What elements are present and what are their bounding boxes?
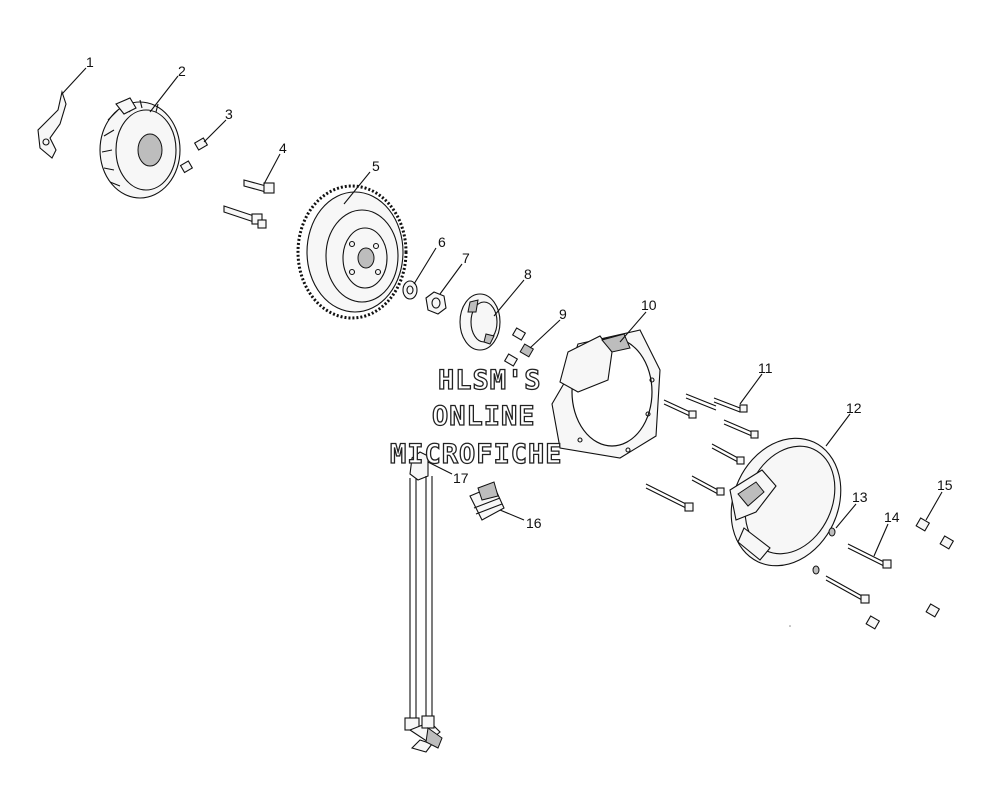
- callout-11[interactable]: 11: [758, 360, 773, 376]
- watermark-line-1: HLSM'S: [438, 365, 542, 396]
- callout-14[interactable]: 14: [884, 509, 900, 525]
- callout-16[interactable]: 16: [526, 515, 542, 531]
- part-8-starter-cup[interactable]: [459, 293, 501, 351]
- callout-15[interactable]: 15: [937, 477, 953, 493]
- part-4-bolts[interactable]: [223, 179, 275, 229]
- part-16-connector[interactable]: [469, 481, 505, 521]
- part-2-stator[interactable]: [99, 97, 181, 199]
- callout-17[interactable]: 17: [453, 470, 469, 486]
- part-12-cover[interactable]: [711, 420, 861, 584]
- callout-6[interactable]: 6: [438, 234, 446, 250]
- part-6-washer[interactable]: [402, 280, 418, 300]
- part-17-wire-harness[interactable]: [404, 451, 443, 753]
- part-13-washer[interactable]: [812, 527, 836, 575]
- part-11-bolts[interactable]: [645, 393, 759, 512]
- callout-13[interactable]: 13: [852, 489, 868, 505]
- part-7-nut[interactable]: [425, 291, 447, 315]
- watermark-line-3: MICROFICHE: [390, 439, 563, 470]
- part-9-screws[interactable]: [503, 327, 535, 367]
- part-1-bracket[interactable]: [37, 89, 67, 159]
- callout-8[interactable]: 8: [524, 266, 532, 282]
- leader-lines: [61, 67, 943, 557]
- part-14-screws[interactable]: [825, 543, 892, 604]
- callout-7[interactable]: 7: [462, 250, 470, 266]
- watermark-line-2: ONLINE: [432, 401, 536, 432]
- speck: [789, 625, 791, 627]
- callout-9[interactable]: 9: [559, 306, 567, 322]
- part-10-fan-housing[interactable]: [551, 329, 661, 459]
- callout-4[interactable]: 4: [279, 140, 287, 156]
- part-3-screw[interactable]: [179, 137, 209, 174]
- callout-2[interactable]: 2: [178, 63, 186, 79]
- callout-3[interactable]: 3: [225, 106, 233, 122]
- callout-labels: 1 2 3 4 5 6 7 8 9 10 11 12 13 14 15 16 1…: [86, 54, 953, 531]
- part-15-screws[interactable]: [865, 517, 955, 630]
- callout-12[interactable]: 12: [846, 400, 862, 416]
- part-5-flywheel[interactable]: [296, 184, 408, 320]
- callout-5[interactable]: 5: [372, 158, 380, 174]
- callout-10[interactable]: 10: [641, 297, 657, 313]
- callout-1[interactable]: 1: [86, 54, 94, 70]
- watermark: HLSM'S ONLINE MICROFICHE: [389, 364, 563, 470]
